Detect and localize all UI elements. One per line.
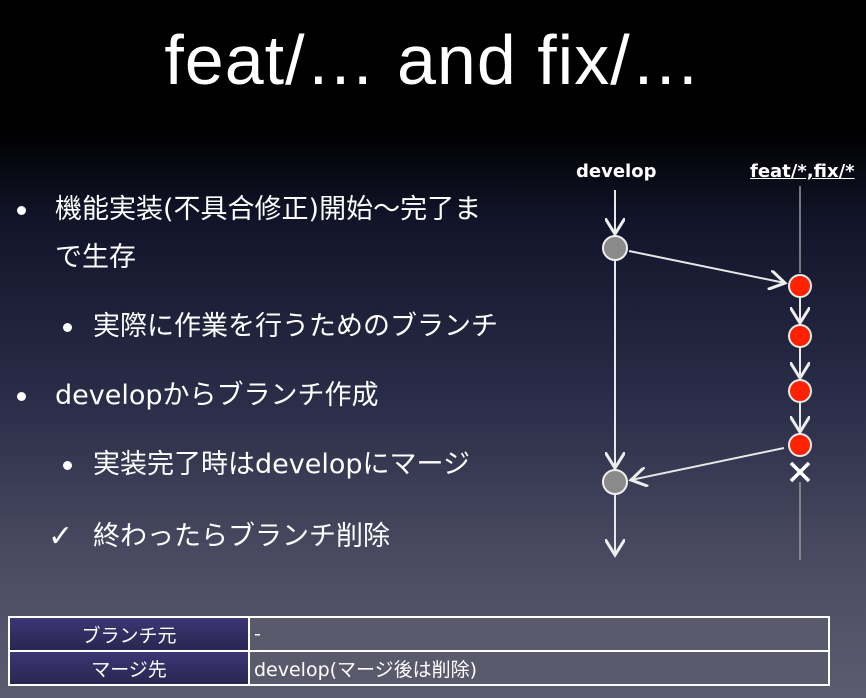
table-header: マージ先 <box>8 650 250 686</box>
bullet-text: 機能実装(不具合修正)開始〜完了ま <box>55 194 482 225</box>
feature-commit <box>788 379 812 403</box>
bullet-text: 実装完了時はdevelopにマージ <box>93 449 470 480</box>
bullet-text: で生存 <box>55 242 136 273</box>
bullet-dot <box>17 392 26 401</box>
feature-commit <box>788 433 812 457</box>
bullet-dot <box>17 206 26 215</box>
develop-commit <box>602 469 628 495</box>
develop-commit <box>602 235 628 261</box>
bullet-dot <box>63 461 72 470</box>
table-row: ブランチ元- <box>8 616 830 652</box>
feature-branch-label: feat/*,fix/* <box>750 161 855 182</box>
table-value: - <box>248 616 830 652</box>
feature-commit <box>788 324 812 348</box>
bullet-text: developからブランチ作成 <box>55 380 379 411</box>
table-header: ブランチ元 <box>8 616 250 652</box>
merge-arrow <box>631 447 785 480</box>
slide-title: feat/… and fix/… <box>164 21 702 99</box>
feature-commit <box>788 274 812 298</box>
bullet-text: 実際に作業を行うためのブランチ <box>93 311 498 342</box>
branch-arrow <box>628 250 785 283</box>
develop-branch-label: develop <box>576 161 657 182</box>
table-value: develop(マージ後は削除) <box>248 650 830 686</box>
delete-x-icon <box>789 461 811 483</box>
check-icon: ✓ <box>48 519 74 554</box>
bullet-dot <box>63 323 72 332</box>
bullet-text: 終わったらブランチ削除 <box>93 521 390 552</box>
